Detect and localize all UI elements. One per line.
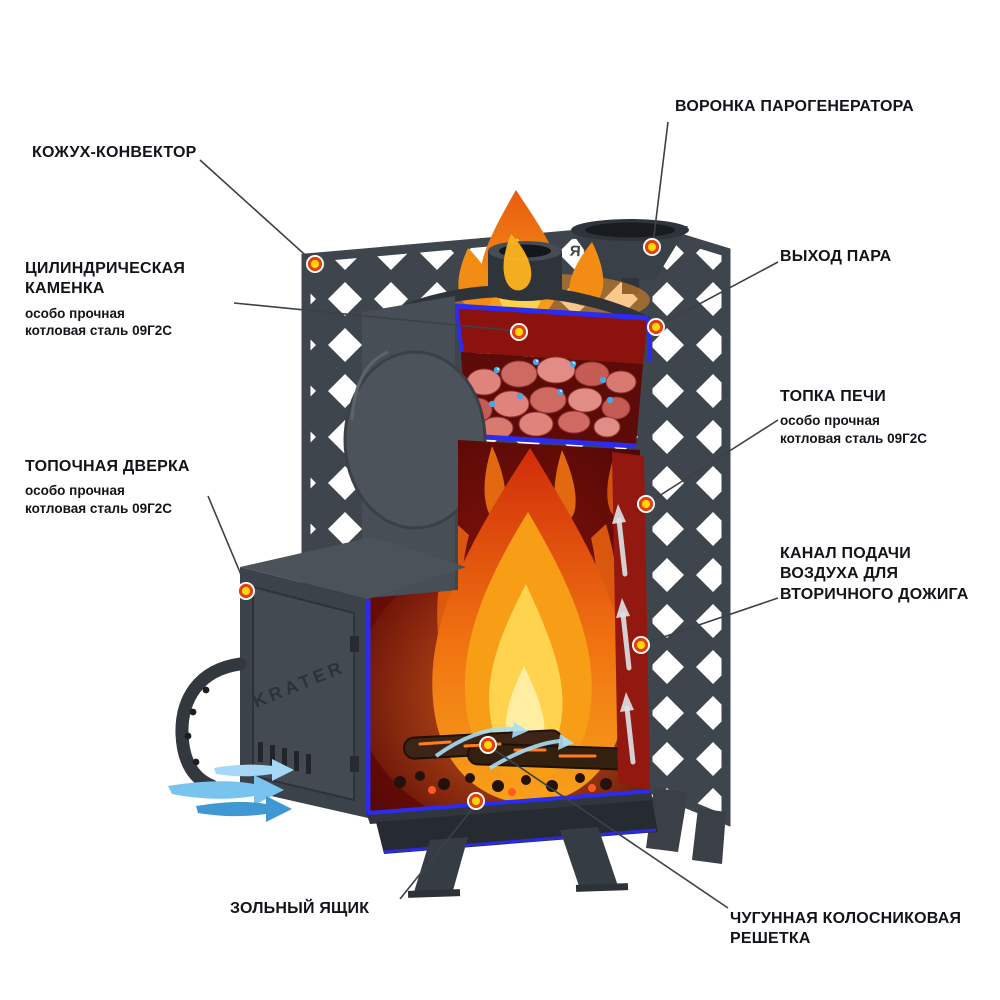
- door-vent-slots: [258, 742, 311, 774]
- leader-fire-door: [207, 495, 248, 590]
- marker-firebox: [637, 495, 655, 513]
- cut-edge-top: [454, 303, 649, 321]
- door-unit-top-face: [240, 537, 466, 599]
- lattice-leg-outer: [692, 808, 726, 864]
- label-grate: ЧУГУННАЯ КОЛОСНИКОВАЯ РЕШЕТКА: [730, 909, 970, 950]
- convector-lattice-right: [643, 221, 731, 864]
- label-air-channel-title: КАНАЛ ПОДАЧИ ВОЗДУХА ДЛЯ ВТОРИЧНОГО ДОЖИ…: [780, 545, 969, 603]
- marker-steam-outlet: [647, 318, 665, 336]
- label-steam-outlet: ВЫХОД ПАРА: [780, 247, 940, 267]
- marker-grate: [479, 736, 497, 754]
- door-hinge-top: [350, 636, 359, 652]
- marker-steam-funnel: [643, 238, 661, 256]
- marker-fire-door: [237, 582, 255, 600]
- secondary-air-arrows: [616, 517, 636, 765]
- sauna-stones: [461, 356, 637, 440]
- firebox-door-unit: KRATER: [175, 537, 466, 818]
- embers: [394, 771, 635, 796]
- door-hinge-bottom: [350, 756, 359, 772]
- leader-firebox: [647, 419, 779, 504]
- label-firebox: ТОПКА ПЕЧИ особо прочная котловая сталь …: [780, 387, 980, 447]
- stove-top-cap: [391, 285, 650, 328]
- leader-casing: [199, 159, 314, 263]
- leader-air-channel: [642, 597, 779, 645]
- collar-flame-tongue: [503, 234, 532, 291]
- label-stone-heater-title: ЦИЛИНДРИЧЕСКАЯ КАМЕНКА: [25, 260, 186, 298]
- marker-convector-casing: [306, 255, 324, 273]
- cut-edge-shelf: [465, 433, 637, 449]
- water-droplets: [488, 358, 614, 408]
- leader-funnel: [652, 121, 669, 245]
- stone-cylinder-end: [343, 350, 487, 530]
- label-ash-box: ЗОЛЬНЫЙ ЯЩИК: [230, 899, 410, 919]
- intake-air-arrows: [168, 759, 294, 822]
- label-firebox-subtitle: особо прочная котловая сталь 09Г2С: [780, 413, 928, 446]
- label-fire-door-title: ТОПОЧНАЯ ДВЕРКА: [25, 458, 190, 475]
- leader-lines: [199, 121, 779, 909]
- label-air-channel: КАНАЛ ПОДАЧИ ВОЗДУХА ДЛЯ ВТОРИЧНОГО ДОЖИ…: [780, 544, 980, 605]
- chimney-collar: [488, 234, 562, 301]
- marker-air-channel: [632, 636, 650, 654]
- leader-ash-box: [399, 802, 478, 900]
- label-convector-casing-title: КОЖУХ-КОНВЕКТОР: [32, 144, 197, 161]
- cut-edge-top-left: [454, 305, 464, 353]
- label-steam-funnel: ВОРОНКА ПАРОГЕНЕРАТОРА: [675, 97, 935, 117]
- marker-ash-box: [467, 792, 485, 810]
- leader-stone-heater: [233, 302, 518, 332]
- label-convector-casing: КОЖУХ-КОНВЕКТОР: [32, 143, 252, 163]
- label-steam-funnel-title: ВОРОНКА ПАРОГЕНЕРАТОРА: [675, 98, 914, 115]
- label-ash-box-title: ЗОЛЬНЫЙ ЯЩИК: [230, 900, 370, 917]
- label-fire-door: ТОПОЧНАЯ ДВЕРКА особо прочная котловая с…: [25, 457, 235, 517]
- marker-stone-heater: [510, 323, 528, 341]
- fire-door-panel: [252, 585, 355, 802]
- stove-legs: [407, 827, 629, 898]
- door-handle: [175, 657, 247, 793]
- stove-upper-left-body: [343, 296, 487, 602]
- label-grate-title: ЧУГУННАЯ КОЛОСНИКОВАЯ РЕШЕТКА: [730, 910, 962, 948]
- secondary-air-channel-wall: [612, 452, 650, 790]
- callout-markers: [237, 238, 665, 810]
- label-stone-heater-subtitle: особо прочная котловая сталь 09Г2С: [25, 305, 173, 339]
- leader-steam-outlet: [657, 261, 779, 327]
- leader-grate: [489, 746, 729, 909]
- label-steam-outlet-title: ВЫХОД ПАРА: [780, 248, 892, 265]
- primary-air-arrows: [434, 726, 561, 770]
- lattice-leg-inner: [646, 788, 688, 852]
- label-fire-door-subtitle: особо прочная котловая сталь 09Г2С: [25, 483, 173, 516]
- stone-chamber-cut: [454, 303, 652, 449]
- label-stone-heater: ЦИЛИНДРИЧЕСКАЯ КАМЕНКА особо прочная кот…: [25, 259, 235, 339]
- label-firebox-title: ТОПКА ПЕЧИ: [780, 388, 886, 405]
